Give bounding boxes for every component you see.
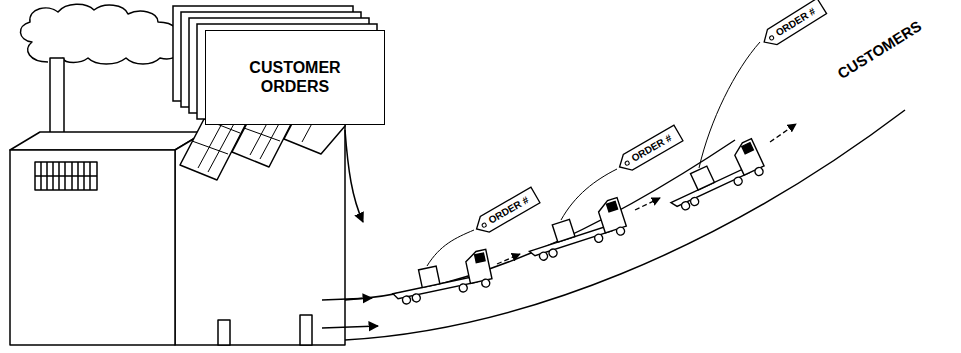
order-arrow [345, 130, 363, 222]
order-card: CUSTOMER ORDERS [205, 30, 385, 125]
smoke-cloud [20, 4, 180, 64]
tag-string [561, 169, 617, 220]
tag-shape [615, 125, 683, 175]
flow-arrow [635, 198, 660, 210]
tag-string [427, 230, 474, 266]
road [345, 110, 905, 340]
order-tag: ORDER # [760, 0, 827, 50]
truck [388, 249, 494, 306]
tag-strings [427, 42, 760, 266]
flow-arrow [497, 254, 520, 264]
road-edge [345, 110, 905, 340]
truck [522, 198, 629, 264]
front-wall [10, 150, 175, 345]
window-grid [35, 162, 97, 190]
tag-string [699, 42, 760, 168]
flow-arrow [770, 124, 796, 142]
destination-label: CUSTOMERS [835, 18, 925, 83]
tag-shape [760, 0, 827, 50]
order-tag: ORDER # [472, 187, 540, 237]
roof-top [10, 132, 205, 150]
door [300, 315, 312, 345]
flow-arrow [322, 298, 372, 300]
road-edge [345, 140, 735, 300]
door [218, 320, 230, 345]
tag-shape [472, 187, 540, 237]
truck [661, 139, 767, 215]
flow-arrows [497, 124, 796, 264]
flow-arrow [322, 326, 378, 328]
card-text: CUSTOMER ORDERS [220, 59, 370, 96]
order-tag: ORDER # [615, 125, 683, 175]
